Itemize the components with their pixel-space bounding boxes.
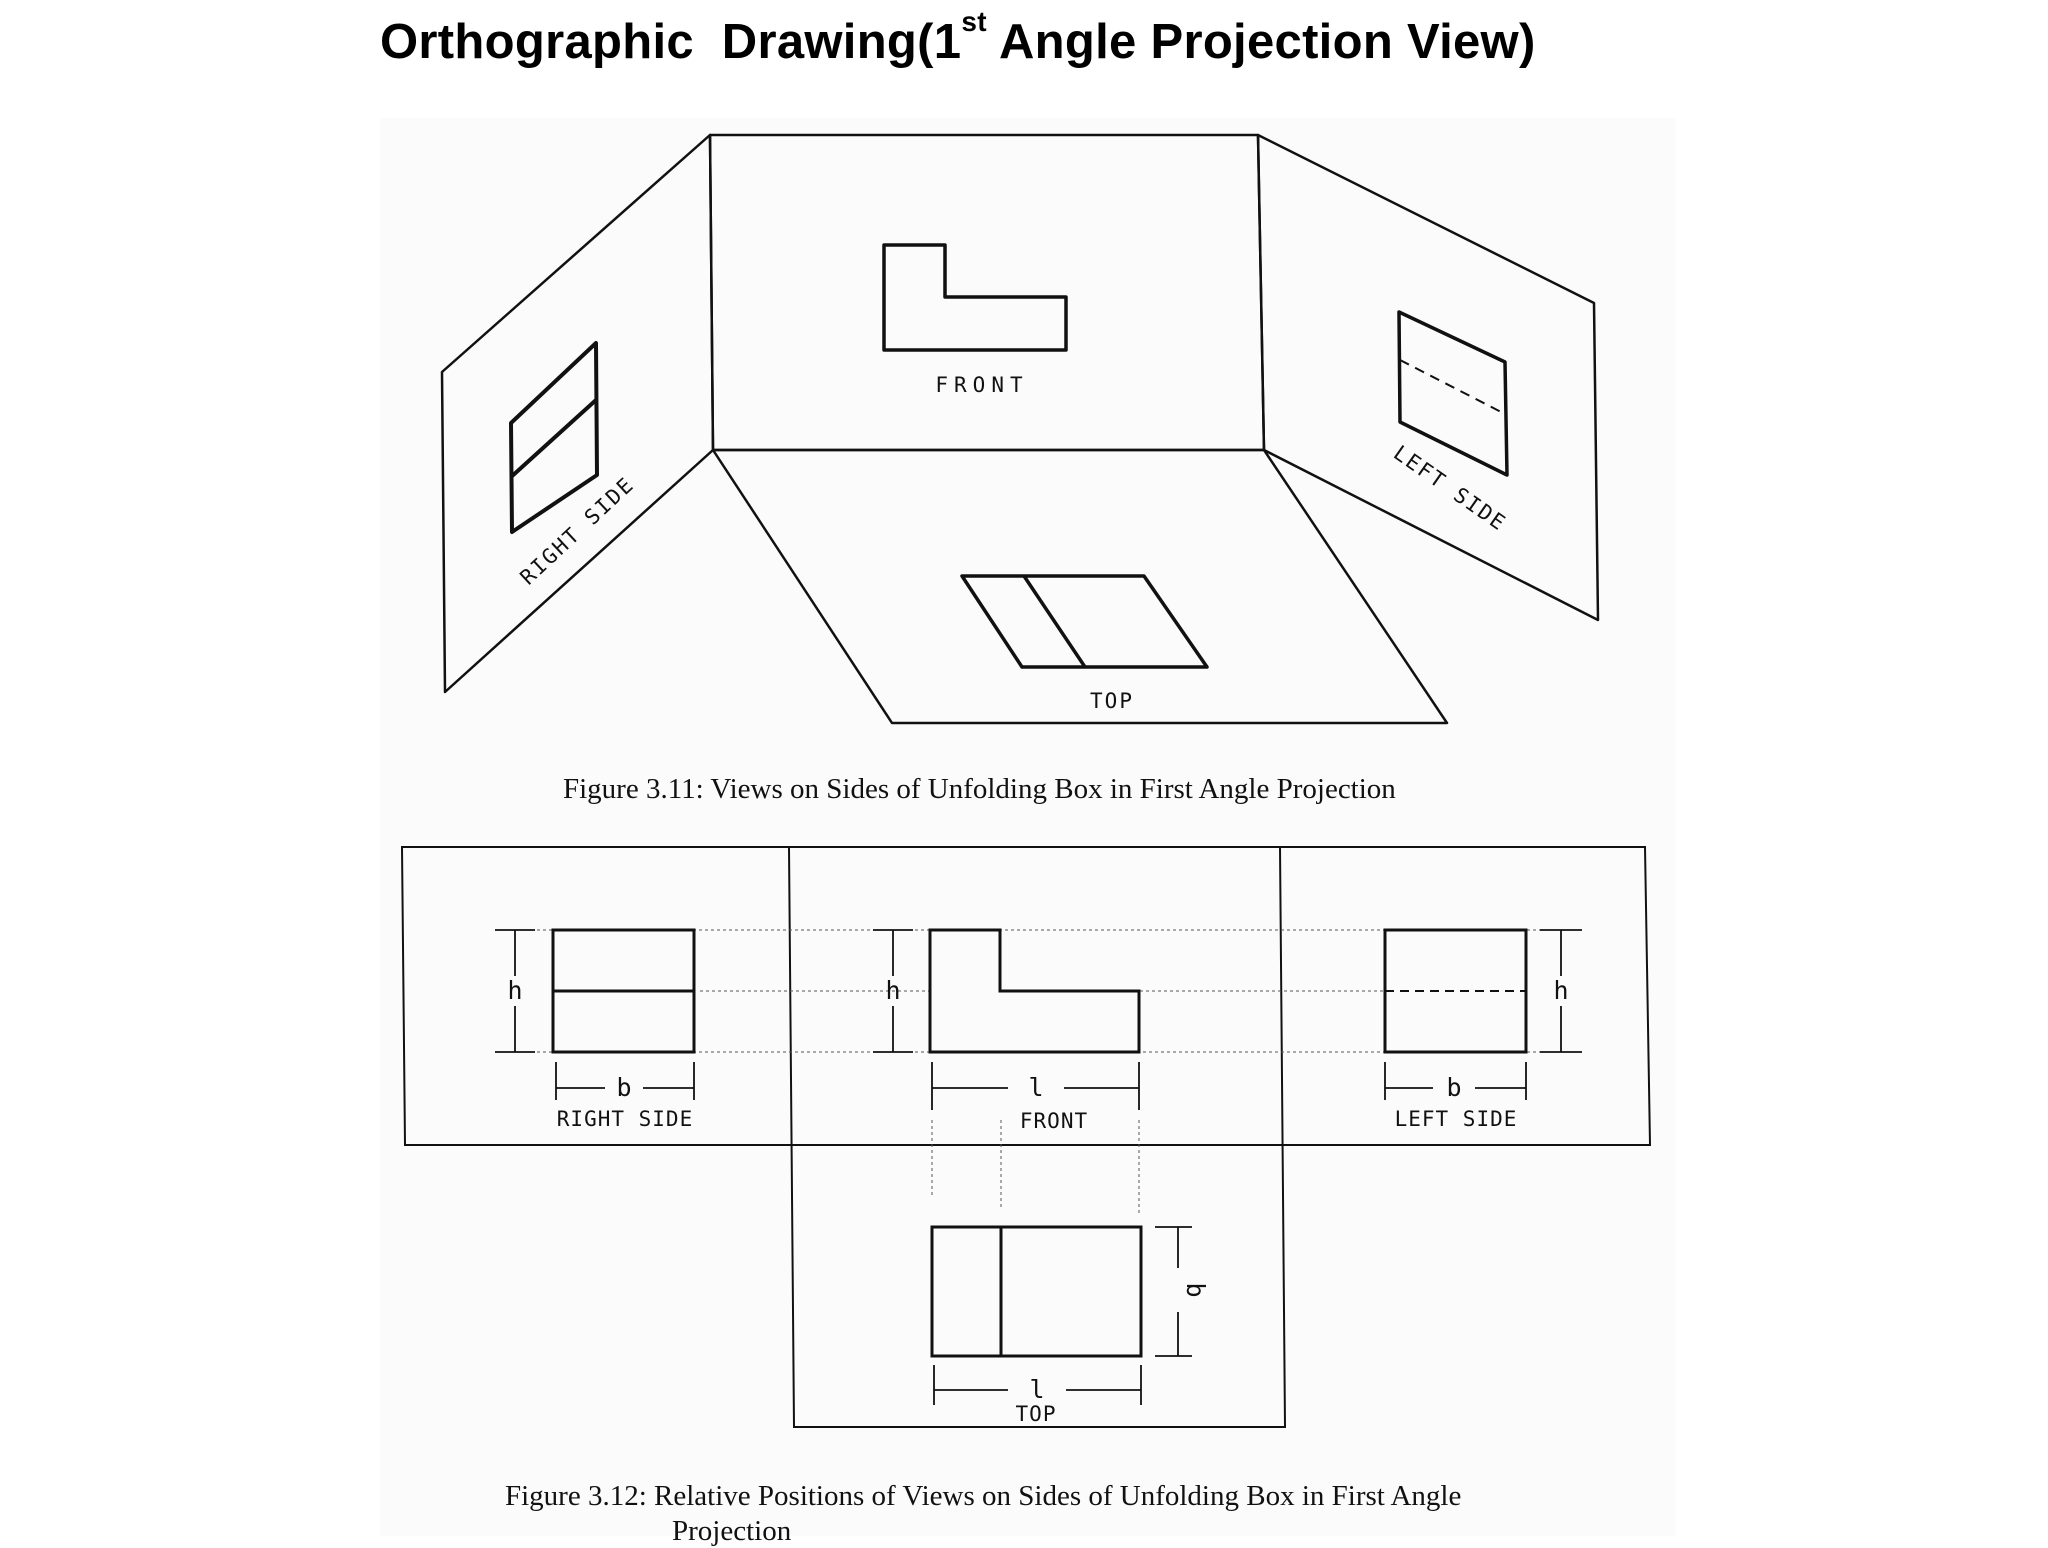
horizontal-views-frame: [400, 846, 1652, 1146]
right-side-panel: [440, 133, 715, 694]
dim-l-front: [931, 1062, 1140, 1110]
left-side-view-2d: [1383, 928, 1528, 1054]
label-front-3d: FRONT: [935, 373, 1028, 397]
relative-positions-figure: [400, 846, 1652, 1428]
figure-3-12-caption-line1: Figure 3.12: Relative Positions of Views…: [505, 1480, 1462, 1512]
dim-h-left-side: [1540, 929, 1582, 1053]
right-side-view: [509, 341, 599, 534]
dim-l-top-label: l: [1029, 1375, 1044, 1404]
label-front-2d: FRONT: [1020, 1109, 1088, 1133]
front-view-2d: [928, 928, 1141, 1054]
left-side-view: [1397, 310, 1509, 477]
dim-l-front-label: l: [1028, 1073, 1043, 1102]
front-view-outline: [882, 243, 1068, 352]
dim-b-top-label: b: [1181, 1282, 1210, 1297]
front-panel: [708, 133, 1266, 452]
right-side-view-2d: [551, 928, 696, 1054]
top-view: [960, 574, 1209, 669]
dim-l-top: [933, 1365, 1142, 1405]
label-left-side-2d: LEFT SIDE: [1395, 1107, 1518, 1131]
dimension-letters: h h h b l b b l: [507, 976, 1568, 1404]
dim-h-right-side: [495, 929, 535, 1053]
top-view-2d: [930, 1225, 1143, 1358]
figure-3-12-caption-line2: Projection: [672, 1515, 792, 1547]
dim-b-top: [1155, 1226, 1192, 1357]
dim-b-right-side: [555, 1062, 695, 1100]
dim-h-right-side-label: h: [507, 976, 522, 1005]
figure-3-11-caption: Figure 3.11: Views on Sides of Unfolding…: [563, 773, 1396, 805]
unfolding-box-figure: [440, 133, 1600, 725]
label-right-side-2d: RIGHT SIDE: [557, 1107, 693, 1131]
dim-b-right-side-label: b: [616, 1073, 631, 1102]
top-panel: [711, 448, 1449, 725]
left-side-panel: [1256, 133, 1600, 622]
label-top-3d: TOP: [1090, 689, 1134, 713]
vertical-views-frame: [787, 846, 1287, 1428]
dim-b-left-side: [1384, 1062, 1527, 1100]
title-prefix: Orthographic Drawing(1: [380, 15, 962, 69]
label-top-2d: TOP: [1016, 1402, 1057, 1426]
view-labels-2d: RIGHT SIDE FRONT LEFT SIDE TOP: [557, 1107, 1518, 1426]
title-superscript: st: [961, 6, 987, 37]
title-suffix: Angle Projection View): [986, 15, 1536, 69]
dim-b-left-side-label: b: [1446, 1073, 1461, 1102]
slide-title: Orthographic Drawing(1st Angle Projectio…: [380, 8, 1536, 70]
dim-h-front-label: h: [885, 976, 900, 1005]
dim-h-front: [873, 929, 913, 1053]
dim-h-left-side-label: h: [1553, 976, 1568, 1005]
